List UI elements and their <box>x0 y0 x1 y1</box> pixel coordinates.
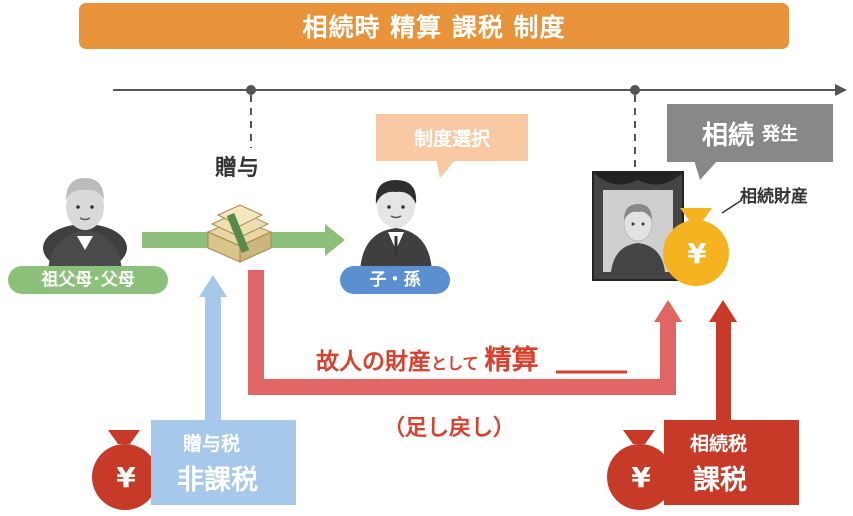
yen-icon-inh-tax: ¥ <box>631 461 651 494</box>
inheritance-time-marker <box>630 85 640 95</box>
settle-path <box>248 270 676 395</box>
inh-tax-arrow-body <box>716 320 731 420</box>
gift-time-marker <box>246 85 256 95</box>
inheritance-tax-label: 相続税 <box>690 433 748 455</box>
inh-tax-arrow-head <box>709 300 737 322</box>
taxable-label: 課税 <box>693 465 747 496</box>
gift-label: 贈与 <box>215 156 260 181</box>
gift-tax-arrow-head <box>199 275 227 297</box>
timeline-arrowhead <box>835 84 847 96</box>
yen-icon-gift-tax: ¥ <box>116 461 136 494</box>
grandparents-label: 祖父母･父母 <box>8 266 168 294</box>
settle-prefix: 故人の財産 <box>316 349 431 375</box>
inheritance-label: 相続 <box>701 120 754 151</box>
system-choice-bubble: 制度選択 <box>376 114 528 161</box>
settle-main: 精算 <box>484 345 539 376</box>
gift-tax-box: 贈与税 非課税 <box>151 420 296 505</box>
gift-tax-arrow-body <box>205 295 221 420</box>
title-bar: 相続時 精算 課税 制度 <box>79 3 789 49</box>
system-choice-bubble-tail <box>436 159 456 178</box>
grandparent-icon <box>43 178 127 272</box>
settle-text: 故人の財産として精算 <box>316 338 539 377</box>
page-title: 相続時 精算 課税 制度 <box>302 13 566 42</box>
gold-money-bag-icon <box>663 199 743 286</box>
gift-tax-money-bag-icon <box>92 430 158 510</box>
settle-mid: として <box>431 354 479 373</box>
inh-tax-money-bag-icon <box>607 430 673 510</box>
addback-label: （足し戻し） <box>383 416 516 441</box>
settle-arrow-head <box>654 300 682 322</box>
child-icon <box>360 180 432 272</box>
inheritance-bubble-tail <box>694 160 718 180</box>
occurs-label: 発生 <box>762 124 798 145</box>
system-choice-label: 制度選択 <box>413 128 490 150</box>
yen-icon-gold: ¥ <box>687 237 707 270</box>
gift-tax-label: 贈与税 <box>183 433 241 455</box>
inheritance-tax-box: 相続税 課税 <box>664 420 799 505</box>
inheritance-occurs-bubble: 相続 発生 <box>667 104 833 162</box>
children-label: 子・孫 <box>340 266 450 294</box>
gift-arrow-head <box>325 224 345 256</box>
non-taxable-label: 非課税 <box>177 465 258 496</box>
money-bundle-icon <box>206 204 273 263</box>
inherited-assets-label: 相続財産 <box>740 187 808 207</box>
